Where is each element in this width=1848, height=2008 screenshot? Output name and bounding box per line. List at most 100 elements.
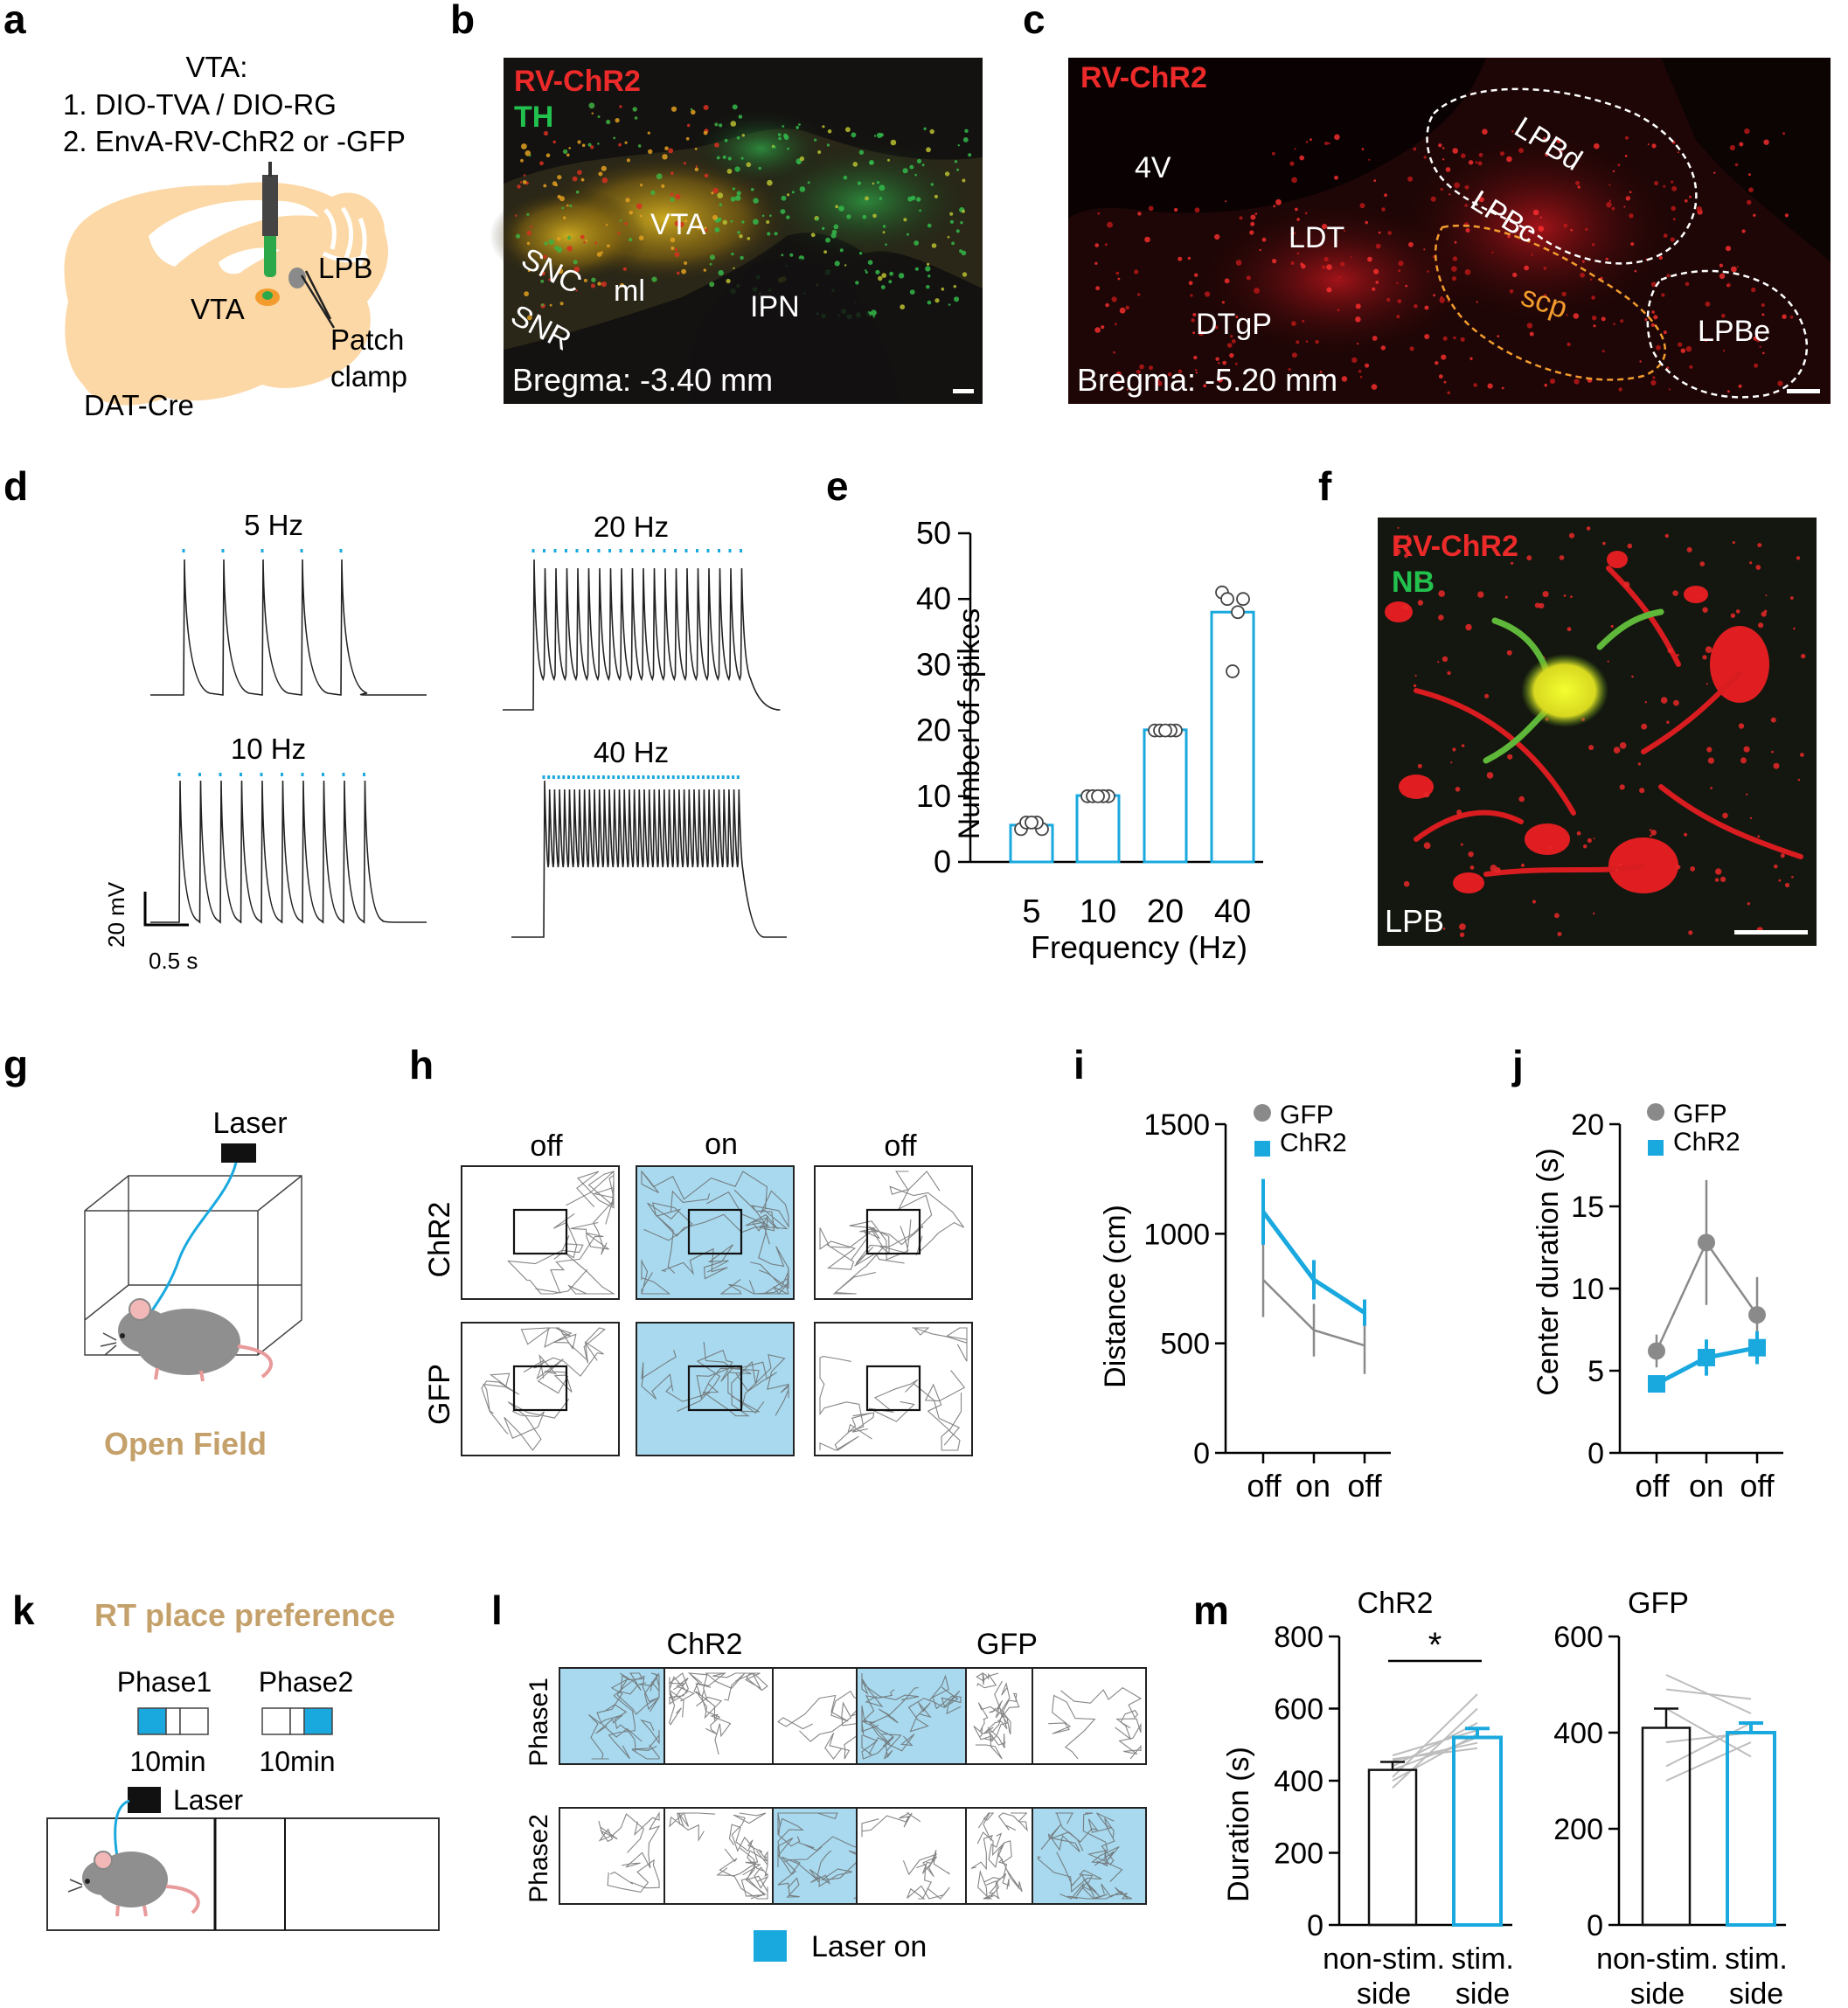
f-red-puncta: [1664, 533, 1670, 538]
c-cell-dot: [1658, 255, 1664, 261]
b-cell-dot: [598, 171, 603, 177]
c-cell-dot: [1305, 141, 1309, 143]
b-cell-dot: [583, 241, 586, 244]
d-light-pulse: [686, 775, 690, 779]
h-row-chr2: ChR2: [423, 1202, 456, 1278]
m-gfp-x-tick-label: non-stim.: [1596, 1942, 1719, 1976]
c-cell-dot: [1405, 284, 1408, 288]
c-cell-dot: [1427, 270, 1429, 273]
panel-l: ChR2 GFP Phase1 Phase2 Laser on: [525, 1628, 1147, 1963]
c-cell-dot: [1751, 287, 1756, 293]
b-cell-dot: [941, 287, 945, 291]
k-fiber-optic: [114, 1799, 130, 1863]
b-cell-dot: [782, 125, 785, 128]
f-red-puncta: [1610, 624, 1614, 629]
f-red-puncta: [1637, 762, 1641, 766]
f-red-puncta: [1414, 674, 1417, 677]
f-red-puncta: [1796, 556, 1801, 560]
b-cell-dot: [872, 316, 875, 318]
c-cell-dot: [1482, 129, 1488, 135]
f-red-puncta: [1459, 923, 1466, 930]
b-cell-dot: [566, 246, 573, 252]
m-gfp-paired-line: [1665, 1722, 1752, 1768]
h-arena: [814, 1165, 973, 1300]
b-cell-dot: [959, 249, 963, 254]
b-cell-dot: [910, 195, 916, 201]
f-red-puncta: [1797, 778, 1801, 782]
b-cell-dot: [872, 182, 875, 185]
b-cell-dot: [931, 243, 937, 248]
f-red-puncta: [1706, 683, 1708, 685]
c-cell-dot: [1194, 273, 1198, 277]
c-cell-dot: [1729, 144, 1735, 151]
b-cell-dot: [902, 168, 908, 174]
b-cell-dot: [670, 198, 675, 202]
b-cell-dot: [719, 123, 723, 128]
b-cell-dot: [921, 163, 925, 167]
b-cell-dot: [947, 235, 950, 239]
c-cell-dot: [1558, 149, 1564, 154]
c-lpbe-outline: [1646, 269, 1809, 399]
f-red-puncta: [1567, 627, 1572, 632]
m-chr2-paired-line: [1392, 1707, 1478, 1789]
c-cell-dot: [1653, 315, 1658, 320]
m-chr2-x-tick-label: side: [1455, 1977, 1510, 2008]
b-cell-dot: [632, 107, 637, 112]
b-cell-dot: [951, 241, 955, 246]
b-cell-dot: [585, 240, 588, 242]
b-cell-dot: [797, 161, 801, 164]
f-red-blobs: [1385, 526, 1806, 938]
c-cell-dot: [1524, 265, 1529, 271]
e-data-point: [1220, 592, 1234, 607]
b-cell-dot: [957, 144, 961, 147]
e-data-point: [1236, 592, 1250, 607]
panel-letter-b: b: [450, 0, 475, 42]
h-col-off1: off: [530, 1129, 563, 1163]
b-cell-dot: [903, 218, 907, 222]
d-light-pulse: [706, 775, 710, 779]
b-cell-dot: [791, 191, 795, 194]
c-cell-dot: [1672, 218, 1676, 221]
d-light-pulse: [182, 549, 185, 552]
d-scale-bar: [143, 892, 189, 927]
c-cell-dot: [1373, 268, 1379, 274]
b-cell-dot: [822, 226, 825, 230]
b-cell-dot: [617, 232, 621, 235]
f-red-puncta: [1619, 742, 1627, 749]
b-cell-dot: [601, 281, 608, 288]
c-cell-dot: [1580, 272, 1585, 278]
m-chr2-bar: [1452, 1735, 1503, 1927]
b-cell-dot: [712, 214, 718, 220]
c-cell-dot: [1782, 314, 1787, 319]
c-cell-dot: [1430, 196, 1436, 202]
b-cell-dot: [914, 267, 919, 271]
l-legend-label: Laser on: [811, 1930, 927, 1963]
c-cell-dot: [1678, 342, 1683, 347]
b-cell-dot: [737, 231, 740, 234]
h-track: [819, 1171, 965, 1295]
b-cell-dot: [769, 214, 772, 217]
d-light-pulse: [736, 775, 740, 779]
c-cell-dot: [1556, 138, 1562, 143]
c-cell-dot: [1423, 248, 1426, 251]
b-cell-dot: [960, 221, 963, 225]
b-cell-dot: [625, 198, 630, 203]
m-chr2-bar: [1367, 1768, 1418, 1927]
f-red-puncta: [1563, 594, 1567, 597]
lpb-region: [288, 268, 306, 288]
c-cell-dot: [1518, 148, 1524, 154]
c-cell-dot: [1105, 302, 1109, 308]
c-cell-dot: [1591, 315, 1597, 321]
c-cell-dot: [1272, 259, 1277, 264]
f-red-puncta: [1442, 928, 1446, 930]
b-cell-dot: [962, 178, 966, 183]
b-cell-dot: [879, 184, 886, 191]
m-chr2-paired-line: [1392, 1741, 1478, 1762]
c-cell-dot: [1435, 361, 1439, 365]
b-cell-dot: [774, 232, 778, 236]
c-cell-dot: [1618, 387, 1622, 392]
c-cell-dot: [1617, 163, 1621, 167]
c-cell-dot: [1507, 234, 1511, 239]
c-cell-dot: [1696, 206, 1703, 212]
